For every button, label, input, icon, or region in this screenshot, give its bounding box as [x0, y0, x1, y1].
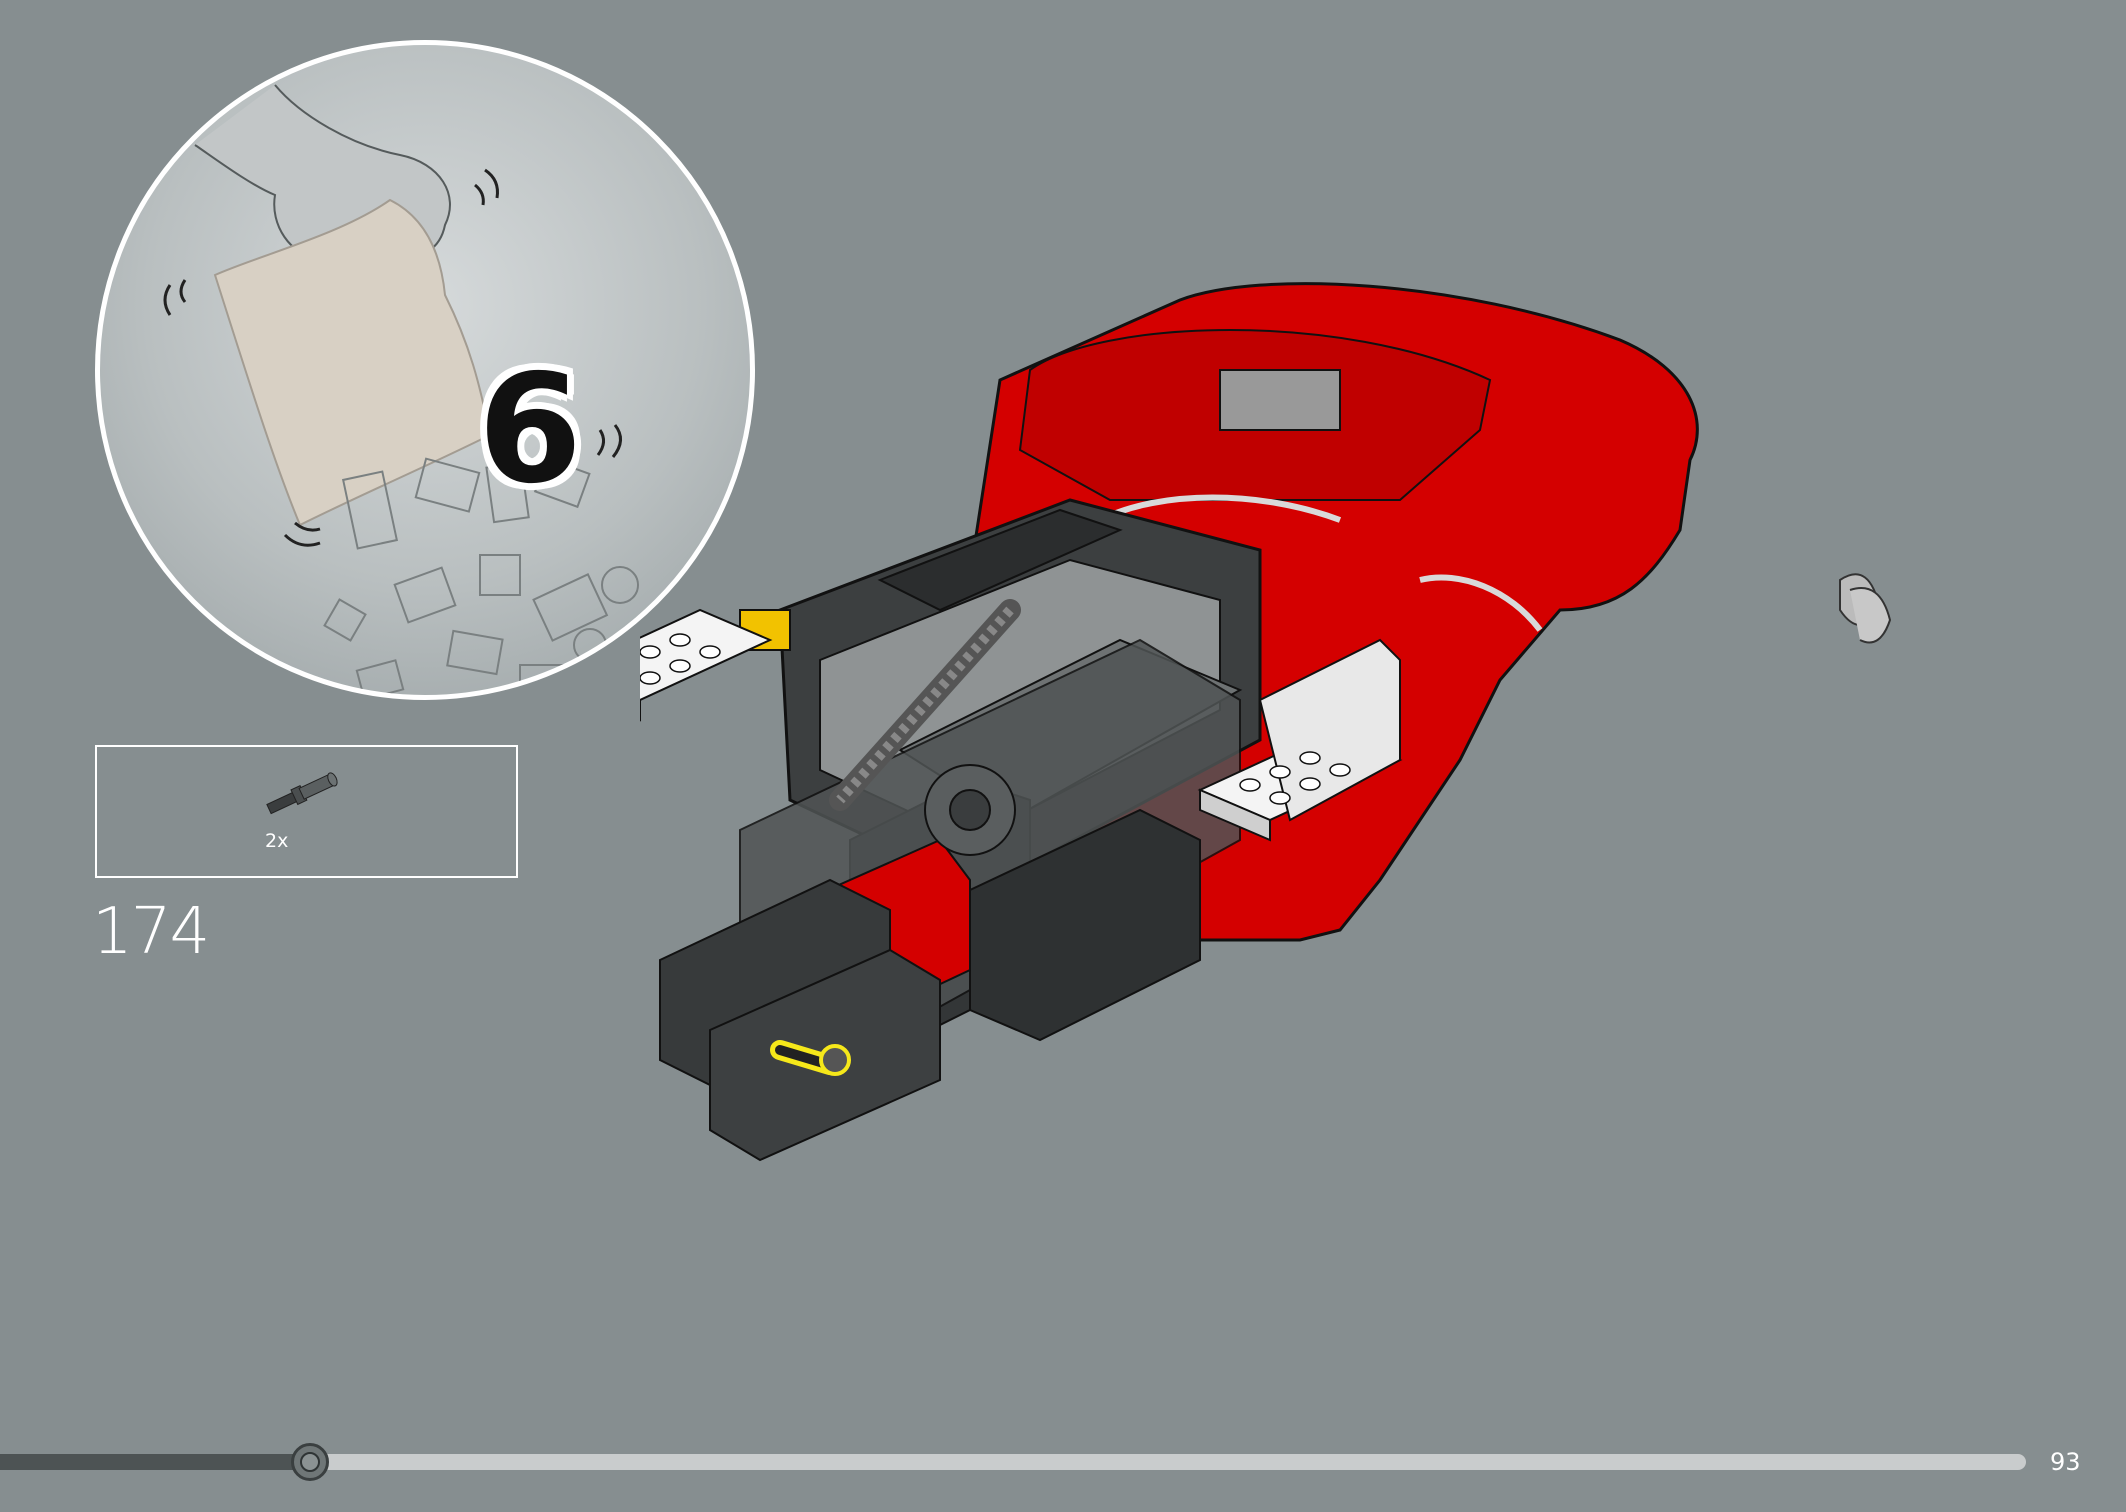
technic-axle-pin-icon [266, 772, 338, 815]
page-number: 93 [2050, 1448, 2081, 1476]
part-quantity: 2x [265, 830, 289, 852]
shake-mark-icon [484, 168, 499, 199]
falling-bricks-icon [323, 457, 692, 695]
shake-mark-icon [294, 521, 321, 532]
parts-needed-callout: 2x [95, 745, 518, 878]
shake-mark-icon [179, 279, 187, 303]
progress-knob [290, 1443, 329, 1481]
bag-number: 6 [477, 343, 583, 517]
bag-icon [213, 198, 492, 527]
progress-track [0, 1454, 2026, 1470]
shake-mark-icon [163, 284, 172, 316]
shake-mark-icon [596, 429, 605, 456]
step-number: 174 [92, 895, 210, 969]
shake-mark-icon [474, 183, 485, 206]
bag-illustration [163, 84, 692, 695]
technic-chassis [659, 498, 1262, 1162]
progress-fill [0, 1454, 310, 1470]
shake-mark-icon [611, 424, 622, 458]
model-illustration [494, 280, 2060, 1440]
bag-open-callout: 6 [95, 40, 755, 700]
shake-mark-icon [283, 533, 321, 547]
